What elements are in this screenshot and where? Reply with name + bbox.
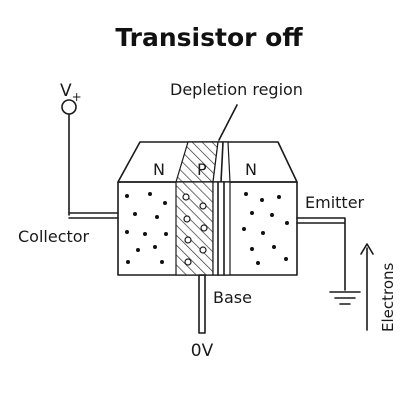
p-label: P — [197, 160, 207, 179]
collector-label: Collector — [18, 227, 90, 246]
n-right-label: N — [245, 160, 257, 179]
v-plus-subscript: + — [72, 90, 82, 104]
collector-lead — [68, 212, 119, 219]
depletion-pointer-line — [218, 104, 238, 141]
emitter-label: Emitter — [305, 193, 365, 212]
electrons-label: Electrons — [379, 262, 397, 332]
n-left-label: N — [153, 160, 165, 179]
ground-icon — [329, 291, 361, 305]
emitter-electrons — [242, 192, 289, 265]
depletion-strip-top-mid — [220, 141, 224, 183]
v-plus-label: V+ — [60, 81, 82, 104]
depletion-region-label: Depletion region — [170, 80, 303, 99]
base-lead — [198, 274, 206, 334]
zero-volts-label: 0V — [191, 341, 214, 361]
depletion-region — [212, 181, 231, 276]
p-region-holes — [182, 193, 208, 266]
diagram-title: Transistor off — [115, 23, 303, 52]
electron-flow-arrow — [360, 243, 374, 331]
emitter-lead — [296, 217, 346, 291]
collector-electrons — [125, 192, 168, 264]
base-label: Base — [213, 288, 252, 307]
v-plus-terminal — [61, 99, 77, 115]
